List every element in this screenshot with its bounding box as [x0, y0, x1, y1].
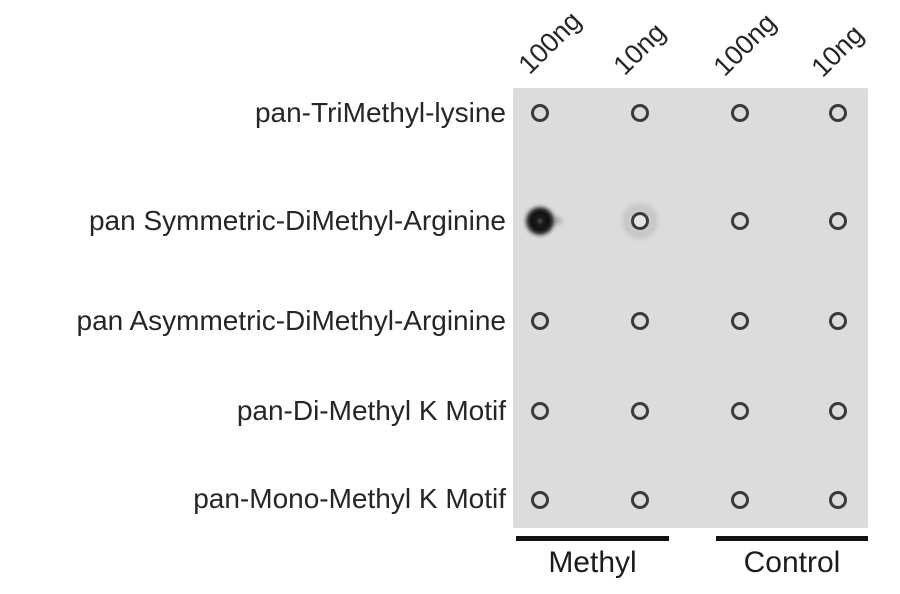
blot-circle-r1-c2 — [631, 104, 649, 122]
column-header-100ng-control: 100ng — [707, 7, 782, 82]
row-label-pan-symmetric-dimethyl-arginine: pan Symmetric-DiMethyl-Arginine — [88, 205, 506, 236]
blot-circle-r3-c4 — [829, 312, 847, 330]
column-header-10ng-methyl: 10ng — [607, 17, 672, 81]
column-header-10ng-control: 10ng — [805, 19, 870, 83]
blot-circle-r4-c3 — [731, 402, 749, 420]
row-label-pan-di-methyl-k-motif: pan-Di-Methyl K Motif — [236, 395, 506, 426]
row-label-pan-mono-methyl-k-motif: pan-Mono-Methyl K Motif — [193, 483, 506, 514]
methyl-group-underline — [516, 536, 669, 541]
blot-circle-r2-c3 — [731, 212, 749, 230]
blot-circle-r4-c1 — [531, 402, 549, 420]
strong-signal-spot-r2-c1 — [521, 202, 559, 240]
methyl-group-label: Methyl — [548, 546, 637, 579]
column-header-100ng-methyl: 100ng — [512, 5, 587, 80]
blot-circle-r3-c1 — [531, 312, 549, 330]
blot-circle-r2-c4 — [829, 212, 847, 230]
blot-circle-r5-c3 — [731, 491, 749, 509]
blot-panel — [513, 88, 868, 528]
row-label-pan-trimethyl-lysine: pan-TriMethyl-lysine — [254, 97, 506, 128]
blot-circle-r5-c4 — [829, 491, 847, 509]
row-label-pan-asymmetric-dimethyl-arginine: pan Asymmetric-DiMethyl-Arginine — [76, 305, 506, 336]
blot-circle-r5-c1 — [531, 491, 549, 509]
control-group-underline — [716, 536, 868, 541]
blot-circle-r1-c1 — [531, 104, 549, 122]
blot-circle-r3-c3 — [731, 312, 749, 330]
blot-circle-r3-c2 — [631, 312, 649, 330]
blot-circle-r1-c3 — [731, 104, 749, 122]
control-group-label: Control — [743, 546, 841, 579]
blot-circle-r5-c2 — [631, 491, 649, 509]
blot-circle-r4-c4 — [829, 402, 847, 420]
blot-circle-r4-c2 — [631, 402, 649, 420]
blot-circle-r1-c4 — [829, 104, 847, 122]
blot-circle-r2-c2 — [631, 212, 649, 230]
